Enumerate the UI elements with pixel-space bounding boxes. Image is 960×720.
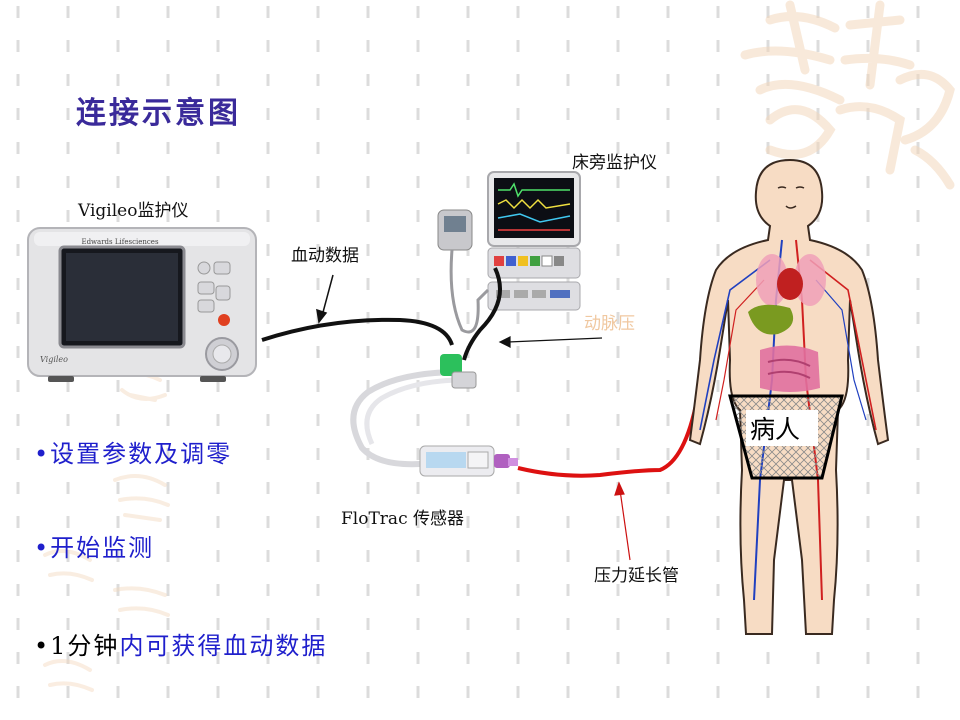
arrow-tube	[614, 481, 631, 561]
bedside-cable	[462, 267, 502, 361]
vigileo-model-text: Vigileo	[40, 355, 68, 364]
flotrac-sensor	[350, 354, 518, 477]
artery-pressure-label: 动脉压	[584, 314, 635, 334]
vigileo-label: Vigileo监护仪	[78, 201, 189, 221]
arrow-artery	[498, 336, 603, 348]
hemo-data-label: 血动数据	[291, 246, 359, 266]
vigileo-monitor: Edwards Lifesciences Vigileo	[27, 227, 257, 382]
patient-label: 病人	[750, 415, 801, 444]
flotrac-sensor-label: FloTrac 传感器	[341, 509, 464, 529]
pressure-tube-label: 压力延长管	[594, 566, 679, 586]
page-title: 连接示意图	[76, 96, 241, 131]
bedside-monitor-label: 床旁监护仪	[572, 153, 657, 173]
bullet-one-minute-prefix: •1分钟	[34, 632, 120, 660]
bullet-start-monitoring: •开始监测	[34, 534, 155, 562]
arrow-hemo-data	[316, 274, 334, 324]
watermark-calligraphy	[740, 0, 955, 190]
hemo-data-cable	[261, 317, 454, 346]
bedside-monitor	[437, 171, 581, 334]
watermark-small-left	[43, 371, 170, 692]
bullet-one-minute-suffix: 内可获得血动数据	[119, 632, 328, 660]
bullet-one-minute: •1分钟内可获得血动数据	[34, 626, 327, 661]
vigileo-brand-text: Edwards Lifesciences	[81, 238, 158, 246]
pressure-extension-line	[517, 399, 699, 478]
bullet-setup-zero: •设置参数及调零	[34, 440, 233, 468]
